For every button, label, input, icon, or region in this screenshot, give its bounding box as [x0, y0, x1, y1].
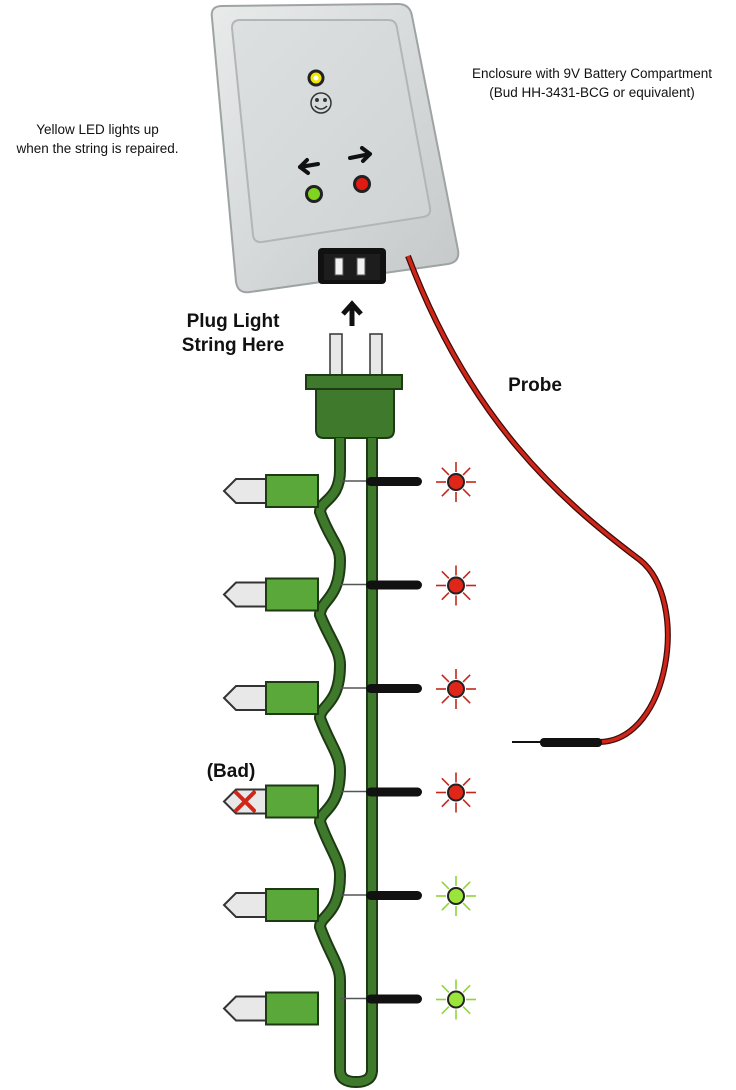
bulb-row — [222, 772, 476, 819]
outlet — [318, 248, 386, 284]
bulb-row — [222, 669, 476, 715]
contact-probe — [366, 580, 422, 590]
bulb-row — [222, 979, 476, 1026]
plug-label-line2: String Here — [181, 335, 285, 356]
plug-label-line1: Plug Light — [186, 311, 280, 332]
bulb — [222, 581, 269, 608]
bulb-socket — [265, 991, 319, 1026]
bulb-socket — [265, 577, 319, 612]
bulb-socket — [265, 784, 319, 819]
enclosure — [210, 2, 460, 294]
red-led-icon — [353, 175, 371, 193]
bulb-socket — [265, 888, 319, 922]
green-indicator-icon — [436, 876, 476, 916]
wires — [313, 438, 378, 1089]
red-indicator-icon — [436, 772, 476, 813]
bulb-socket — [265, 681, 319, 715]
smiley-icon — [310, 92, 332, 114]
probe — [405, 254, 671, 747]
green-led-icon — [305, 185, 323, 203]
enclosure-note: Enclosure with 9V Battery Compartment (B… — [448, 64, 736, 102]
bulb — [222, 995, 269, 1022]
right-arrow-icon — [348, 146, 372, 163]
bad-label: (Bad) — [206, 761, 256, 782]
bulb-socket — [265, 474, 319, 508]
bad-x-icon — [234, 790, 256, 813]
bulb-row — [222, 565, 476, 612]
yellow-note-line1: Yellow LED lights up — [36, 122, 159, 137]
enclosure-note-line2: (Bud HH-3431-BCG or equivalent) — [489, 85, 695, 100]
bulb-row — [222, 462, 476, 508]
contact-probe — [366, 684, 422, 693]
bulb — [222, 478, 269, 504]
bulbs — [222, 462, 476, 1026]
plug-label: Plug Light String Here — [160, 310, 306, 358]
contact-probe — [366, 994, 422, 1004]
contact-probe — [366, 891, 422, 900]
yellow-led-note: Yellow LED lights up when the string is … — [0, 120, 195, 158]
green-indicator-icon — [436, 979, 476, 1020]
left-arrow-icon — [298, 158, 320, 175]
red-indicator-icon — [436, 462, 476, 502]
red-indicator-icon — [436, 565, 476, 606]
bulb — [222, 892, 269, 918]
yellow-note-line2: when the string is repaired. — [16, 141, 179, 156]
plug — [305, 333, 403, 439]
up-arrow-icon — [341, 300, 363, 326]
red-indicator-icon — [436, 669, 476, 709]
bulb — [222, 685, 269, 711]
bulb-row — [222, 876, 476, 922]
contact-probe — [366, 787, 422, 797]
probe-label: Probe — [508, 375, 562, 396]
enclosure-note-line1: Enclosure with 9V Battery Compartment — [471, 66, 713, 81]
contact-probe — [366, 477, 422, 486]
